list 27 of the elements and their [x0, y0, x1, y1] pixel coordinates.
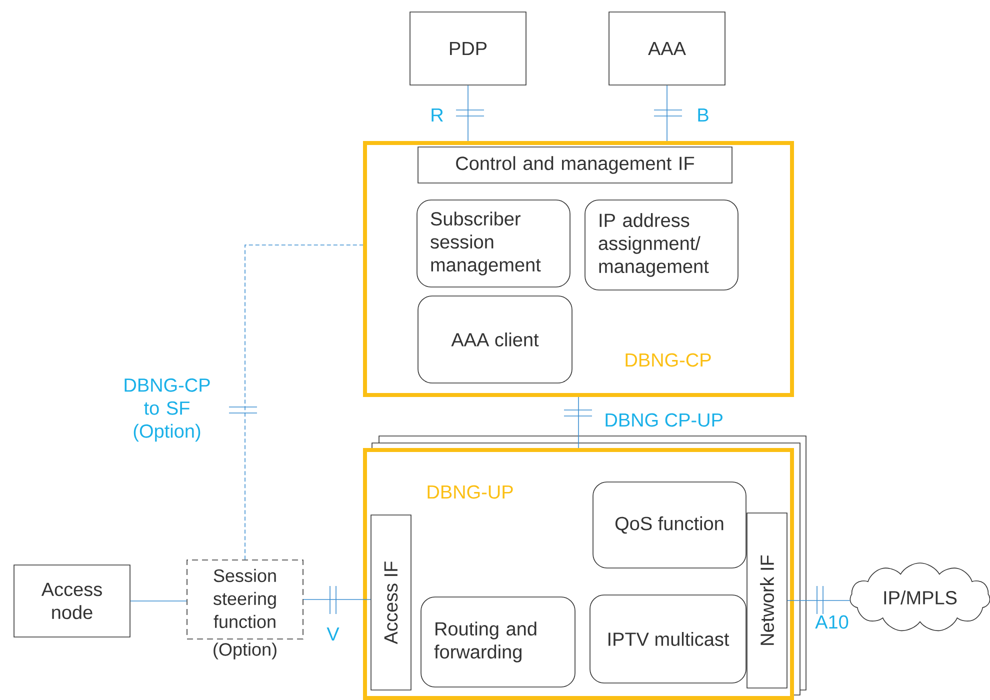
- process-box: AAA: [608, 12, 726, 86]
- process-box: Control and management IF: [418, 146, 732, 184]
- process-box: PDP: [410, 12, 526, 86]
- edge-label: V: [326, 626, 340, 642]
- function-box: QoS function: [592, 482, 746, 568]
- edge-label: B: [696, 107, 710, 123]
- network-cloud: IP/MPLS: [850, 562, 990, 632]
- function-box: Routing and forwarding: [420, 596, 576, 688]
- connector-line: [787, 600, 850, 601]
- edge-label: DBNG-CP to SF (Option): [120, 377, 214, 443]
- function-box: Subscriber session management: [416, 200, 570, 288]
- edge-label: A10: [814, 614, 850, 630]
- interface-bar: Access IF: [370, 514, 412, 690]
- function-box: IP address assignment/ management: [584, 200, 738, 290]
- connector-line: [666, 85, 668, 142]
- connector-line: [578, 396, 579, 448]
- interface-bar: Network IF: [746, 512, 788, 688]
- edge-label: DBNG CP-UP: [603, 412, 724, 428]
- node-label: (Option): [214, 642, 276, 660]
- connector-line: [130, 600, 188, 602]
- function-box: IPTV multicast: [590, 594, 746, 684]
- connector-line: [303, 599, 371, 600]
- process-box: Access node: [14, 564, 130, 638]
- function-box: AAA client: [418, 296, 572, 384]
- optional-box: Session steering function (Option): [186, 560, 304, 660]
- connector-line: [244, 244, 364, 560]
- edge-label: R: [429, 107, 445, 123]
